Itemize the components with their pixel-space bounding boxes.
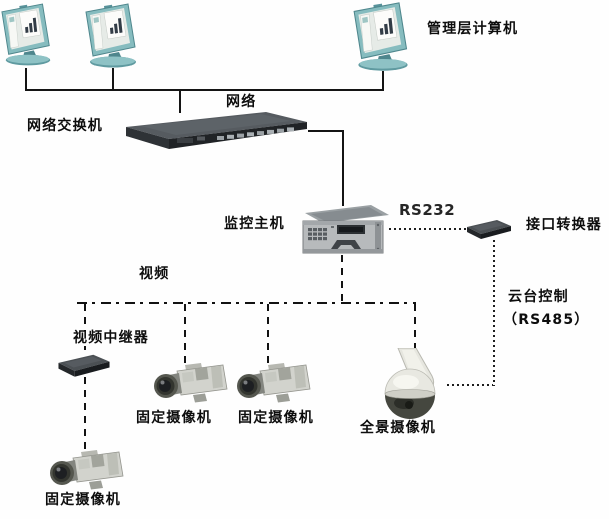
- management-computer-2-icon: [84, 2, 142, 68]
- label-management-computers: 管理层计算机: [427, 21, 519, 37]
- video-repeater-icon: [55, 351, 113, 377]
- label-rs232: RS232: [399, 201, 456, 219]
- link-computer1-bus: [25, 68, 27, 90]
- label-interface-converter: 接口转换器: [526, 217, 602, 233]
- fixed-camera-3-icon: [45, 447, 127, 495]
- link-videobus-repeater: [84, 304, 86, 353]
- link-computer2-bus: [112, 68, 114, 90]
- management-computer-3-icon: [352, 0, 414, 72]
- management-computer-1-icon: [0, 2, 56, 66]
- fixed-camera-1-icon: [149, 361, 231, 407]
- link-computer3-bus: [382, 71, 384, 90]
- network-switch-icon: [121, 109, 311, 151]
- link-switch-host-h: [308, 130, 344, 132]
- label-network: 网络: [226, 94, 257, 110]
- link-bus-switch: [179, 91, 181, 113]
- network-bus-line: [25, 89, 384, 91]
- label-fixed-camera-1: 固定摄像机: [136, 410, 212, 426]
- label-fixed-camera-3: 固定摄像机: [45, 492, 121, 508]
- monitoring-host-icon: [297, 203, 391, 255]
- link-videobus-dome: [414, 304, 416, 350]
- label-panoramic-camera: 全景摄像机: [360, 420, 436, 436]
- link-videobus-camera2: [267, 304, 269, 365]
- label-rs485: （RS485）: [503, 312, 590, 328]
- rs232-line: [389, 228, 467, 230]
- video-bus-line: [77, 302, 416, 304]
- label-monitoring-host: 监控主机: [224, 216, 285, 232]
- label-network-switch: 网络交换机: [27, 118, 103, 134]
- label-video-repeater: 视频中继器: [72, 330, 150, 347]
- label-ptz-control: 云台控制: [508, 289, 569, 305]
- rs485-line-v: [493, 240, 495, 386]
- link-videobus-camera1: [184, 304, 186, 365]
- rs485-line-h: [447, 384, 493, 386]
- link-repeater-camera3: [84, 377, 86, 451]
- panoramic-camera-icon: [382, 348, 450, 424]
- label-fixed-camera-2: 固定摄像机: [238, 410, 314, 426]
- link-switch-host-v: [342, 130, 344, 206]
- interface-converter-icon: [464, 217, 514, 239]
- link-host-videobus: [341, 255, 343, 303]
- fixed-camera-2-icon: [232, 361, 314, 407]
- label-video: 视频: [139, 266, 170, 282]
